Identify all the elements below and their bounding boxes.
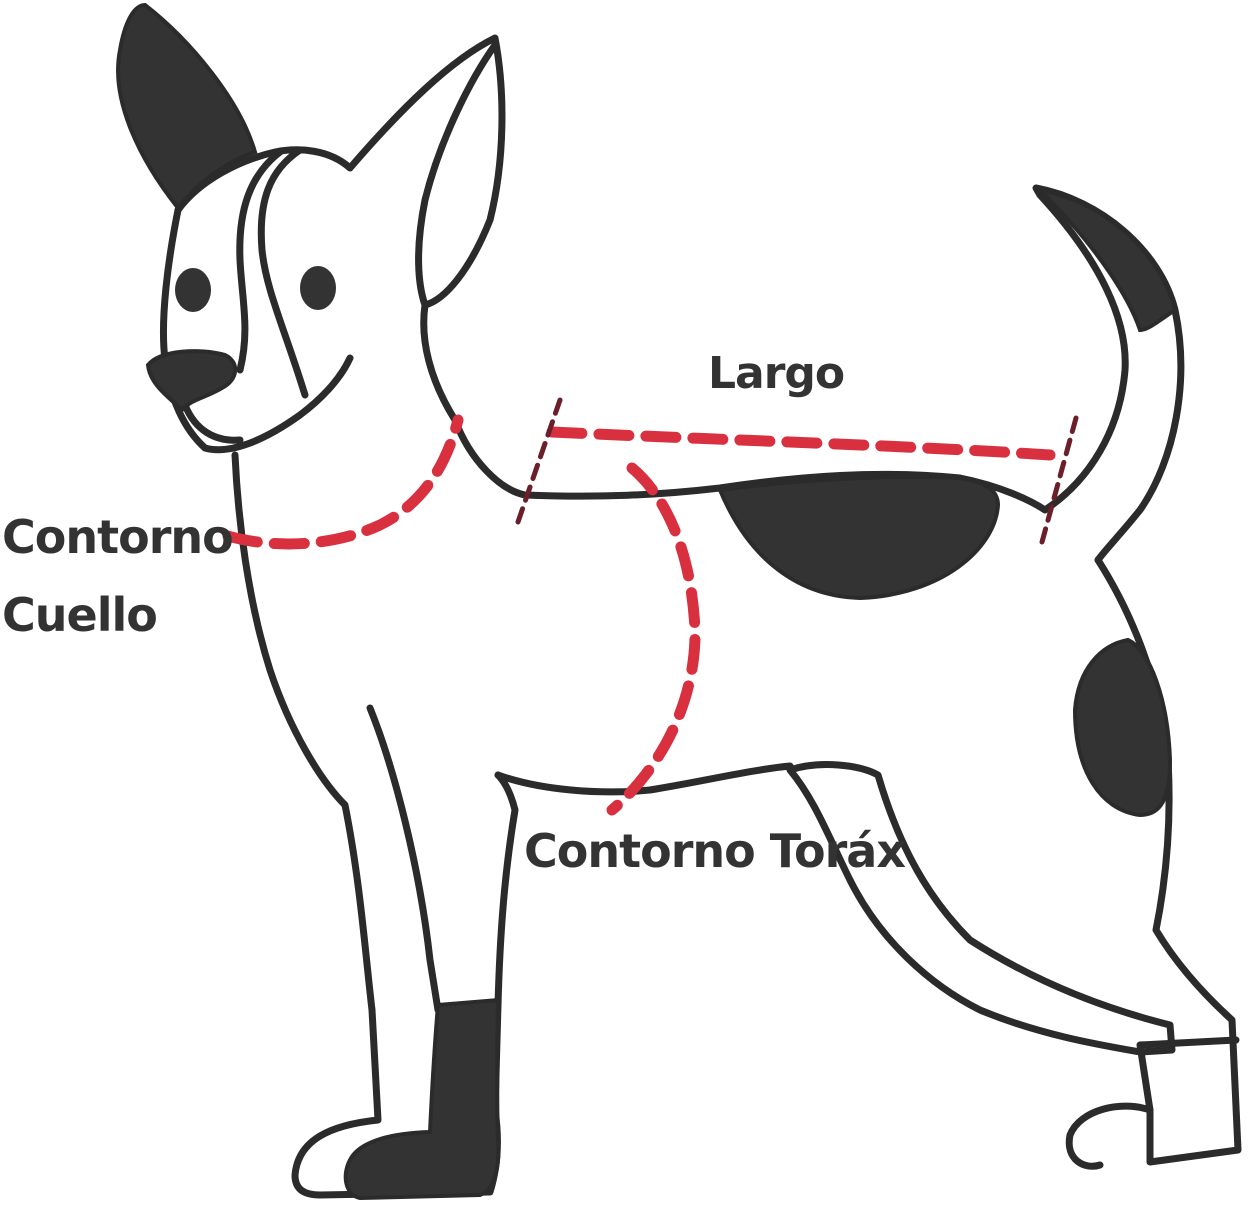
neck-label-line1: Contorno bbox=[2, 510, 234, 564]
dog-ear-inner bbox=[415, 41, 499, 309]
dog-back-leg-far bbox=[1065, 556, 1242, 1170]
dog-face-stripe bbox=[257, 146, 309, 399]
dog-front-leg-far bbox=[366, 704, 519, 1014]
dog-face bbox=[159, 206, 354, 454]
dog-sock bbox=[343, 997, 501, 1201]
dog-chest-outline bbox=[231, 451, 376, 1014]
dog-eye-left bbox=[175, 268, 211, 312]
length-label: Largo bbox=[708, 348, 845, 399]
length-tick-end bbox=[1039, 415, 1079, 545]
dog-spot-back bbox=[717, 474, 1001, 601]
back-foot bbox=[1136, 1036, 1240, 1114]
neck-measure-line bbox=[222, 414, 464, 550]
dog-spot-hip bbox=[1072, 637, 1173, 818]
dog-mouth bbox=[181, 401, 244, 444]
length-measure-line bbox=[546, 426, 1056, 461]
dog-face-stripe-2 bbox=[236, 148, 284, 374]
dog-tail-spot bbox=[1034, 186, 1178, 333]
chest-label: Contorno Toráx bbox=[524, 824, 906, 878]
chest-measure-line bbox=[606, 462, 701, 816]
dog-nose bbox=[145, 349, 238, 413]
neck-label-line2: Cuello bbox=[2, 588, 158, 642]
dog-back-leg-near bbox=[786, 761, 1176, 1056]
dog-ear-left bbox=[116, 2, 258, 212]
dog-eye-right bbox=[300, 266, 336, 310]
length-tick-start bbox=[515, 397, 563, 525]
dog-belly bbox=[494, 762, 794, 796]
